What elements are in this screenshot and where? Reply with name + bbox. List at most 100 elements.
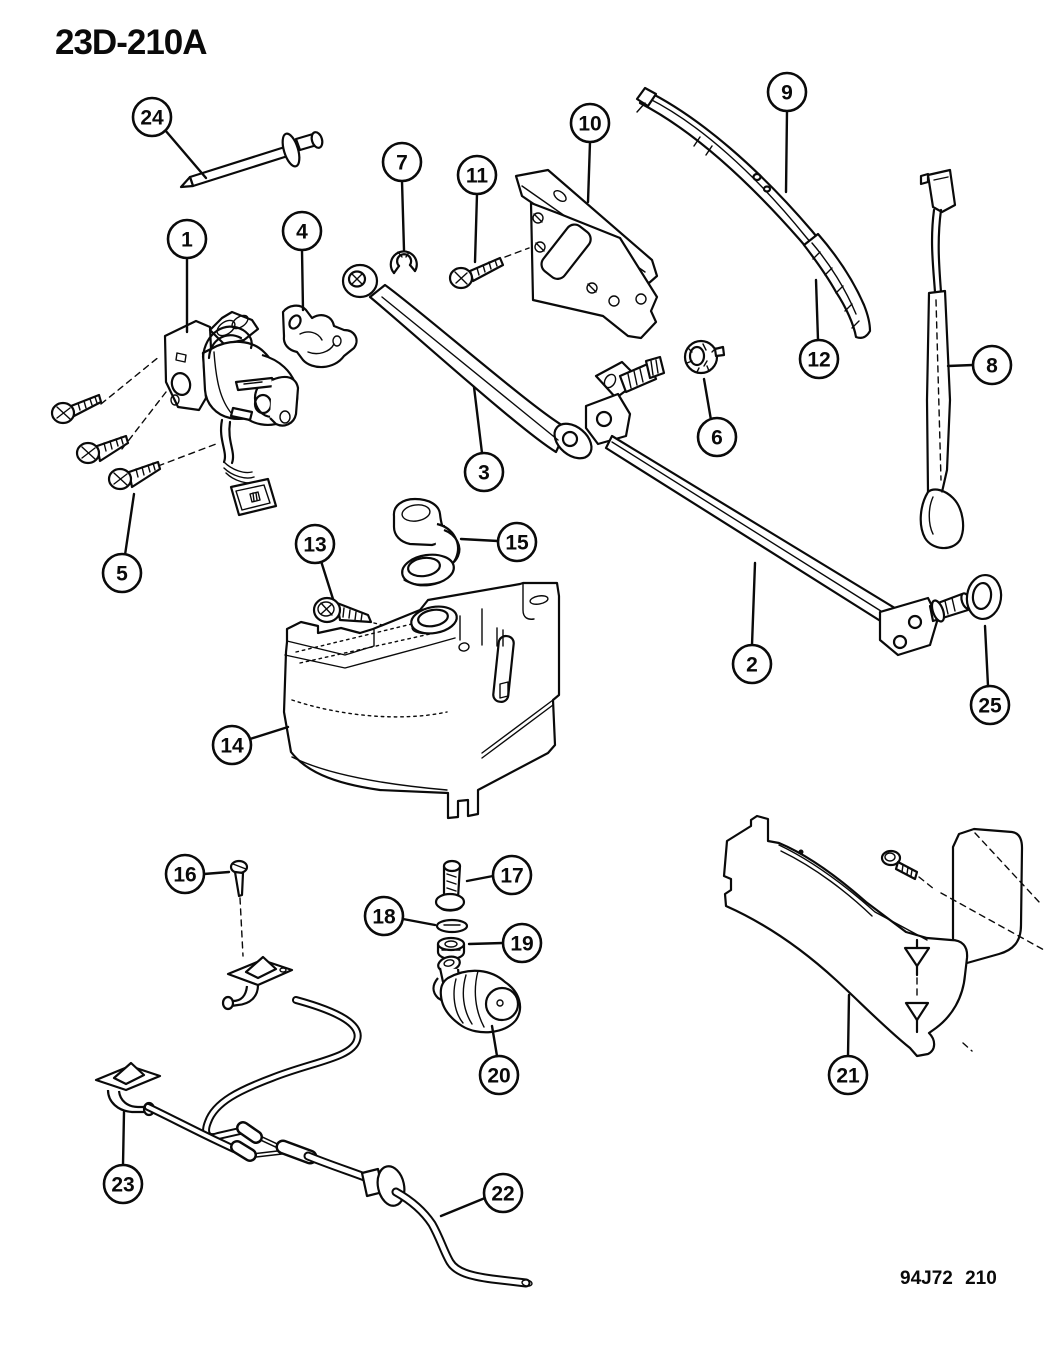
callout-1-circle[interactable]	[166, 218, 208, 260]
callout-24[interactable]: 24	[131, 96, 208, 180]
callout-17-leader	[465, 874, 495, 883]
callout-13[interactable]: 13	[294, 523, 336, 601]
callout-9[interactable]: 9	[766, 71, 808, 194]
callout-8-circle[interactable]	[971, 344, 1013, 386]
callout-11-number: 11	[466, 165, 489, 188]
callout-9-circle[interactable]	[766, 71, 808, 113]
callout-2-number: 2	[746, 654, 758, 677]
callout-20-circle[interactable]	[478, 1054, 520, 1096]
callout-24-number: 24	[140, 107, 164, 130]
callout-10-circle[interactable]	[569, 102, 611, 144]
callout-12-circle[interactable]	[798, 338, 840, 380]
callout-15-circle[interactable]	[496, 521, 538, 563]
callout-11-circle[interactable]	[456, 154, 498, 196]
callout-23-circle[interactable]	[102, 1163, 144, 1205]
callout-18-leader	[401, 917, 437, 927]
washer-nozzle-drawing	[94, 955, 294, 1117]
callout-21[interactable]: 21	[827, 993, 869, 1096]
callout-14-number: 14	[220, 735, 244, 758]
callout-6-number: 6	[711, 427, 723, 450]
callout-10-number: 10	[578, 113, 601, 136]
callout-12[interactable]: 12	[798, 278, 840, 380]
callout-16-leader	[202, 870, 231, 876]
nozzle-screw-drawing	[229, 859, 249, 957]
callout-13-number: 13	[303, 534, 326, 557]
callout-10-leader	[586, 140, 592, 204]
callout-23-number: 23	[111, 1174, 134, 1197]
callout-22[interactable]: 22	[439, 1172, 524, 1218]
callout-16-circle[interactable]	[164, 853, 206, 895]
callout-11[interactable]: 11	[456, 154, 498, 264]
callout-1[interactable]: 1	[166, 218, 208, 334]
callout-25[interactable]: 25	[969, 624, 1011, 726]
callout-7-number: 7	[396, 152, 408, 175]
callout-8[interactable]: 8	[946, 344, 1013, 386]
callout-6-circle[interactable]	[696, 416, 738, 458]
callout-11-leader	[473, 192, 479, 264]
callout-3[interactable]: 3	[463, 385, 505, 493]
callout-19[interactable]: 19	[467, 922, 543, 964]
callout-18-circle[interactable]	[363, 895, 405, 937]
callout-6-leader	[702, 377, 713, 422]
callout-2[interactable]: 2	[731, 561, 773, 685]
callout-22-circle[interactable]	[482, 1172, 524, 1214]
callout-24-leader	[163, 128, 208, 180]
callout-6[interactable]: 6	[696, 377, 738, 458]
pivot-nut-drawing	[683, 339, 726, 375]
callout-1-number: 1	[181, 229, 193, 252]
callout-25-leader	[983, 624, 990, 688]
drive-link-drawing	[584, 355, 972, 657]
e-clip-drawing	[389, 250, 418, 275]
callout-15-number: 15	[505, 532, 529, 555]
callout-2-circle[interactable]	[731, 643, 773, 685]
callout-17-circle[interactable]	[491, 854, 533, 896]
callout-17[interactable]: 17	[465, 854, 533, 896]
callout-5[interactable]: 5	[101, 492, 143, 594]
callout-7-circle[interactable]	[381, 141, 423, 183]
callout-19-circle[interactable]	[501, 922, 543, 964]
callout-25-circle[interactable]	[969, 684, 1011, 726]
grommet-drawing	[436, 936, 466, 961]
callout-23-leader	[121, 1110, 126, 1167]
callout-21-leader	[846, 993, 851, 1058]
callout-18-number: 18	[372, 906, 396, 929]
callout-14[interactable]: 14	[211, 724, 290, 766]
callout-15[interactable]: 15	[459, 521, 538, 563]
callout-23[interactable]: 23	[102, 1110, 144, 1205]
callout-13-leader	[319, 559, 335, 601]
callout-14-circle[interactable]	[211, 724, 253, 766]
callout-10[interactable]: 10	[569, 102, 611, 204]
callout-20-leader	[490, 1024, 499, 1058]
callout-21-circle[interactable]	[827, 1054, 869, 1096]
mount-screw-drawing	[448, 247, 530, 290]
callout-7[interactable]: 7	[381, 141, 423, 252]
callout-12-leader	[814, 278, 820, 342]
callout-9-leader	[784, 109, 789, 194]
callout-9-number: 9	[781, 82, 793, 105]
flat-washer-drawing	[435, 918, 469, 934]
callout-18[interactable]: 18	[363, 895, 437, 937]
pivot-seal-drawing	[965, 573, 1003, 621]
callout-21-number: 21	[836, 1065, 860, 1088]
callout-8-leader	[946, 363, 975, 368]
callout-20[interactable]: 20	[478, 1024, 520, 1096]
callout-16[interactable]: 16	[164, 853, 231, 895]
callout-12-number: 12	[807, 349, 830, 372]
wiper-motor-drawing	[100, 310, 300, 517]
callout-5-circle[interactable]	[101, 552, 143, 594]
callout-15-leader	[459, 537, 500, 543]
callout-17-number: 17	[500, 865, 523, 888]
filler-cap-drawing	[392, 497, 461, 587]
callout-4[interactable]: 4	[281, 210, 323, 312]
callout-3-circle[interactable]	[463, 451, 505, 493]
callout-13-circle[interactable]	[294, 523, 336, 565]
callout-2-leader	[750, 561, 757, 647]
callout-7-leader	[400, 179, 406, 252]
callout-3-number: 3	[478, 462, 490, 485]
callout-4-circle[interactable]	[281, 210, 323, 252]
callout-4-leader	[300, 248, 305, 312]
callout-16-number: 16	[173, 864, 196, 887]
callout-24-circle[interactable]	[131, 96, 173, 138]
